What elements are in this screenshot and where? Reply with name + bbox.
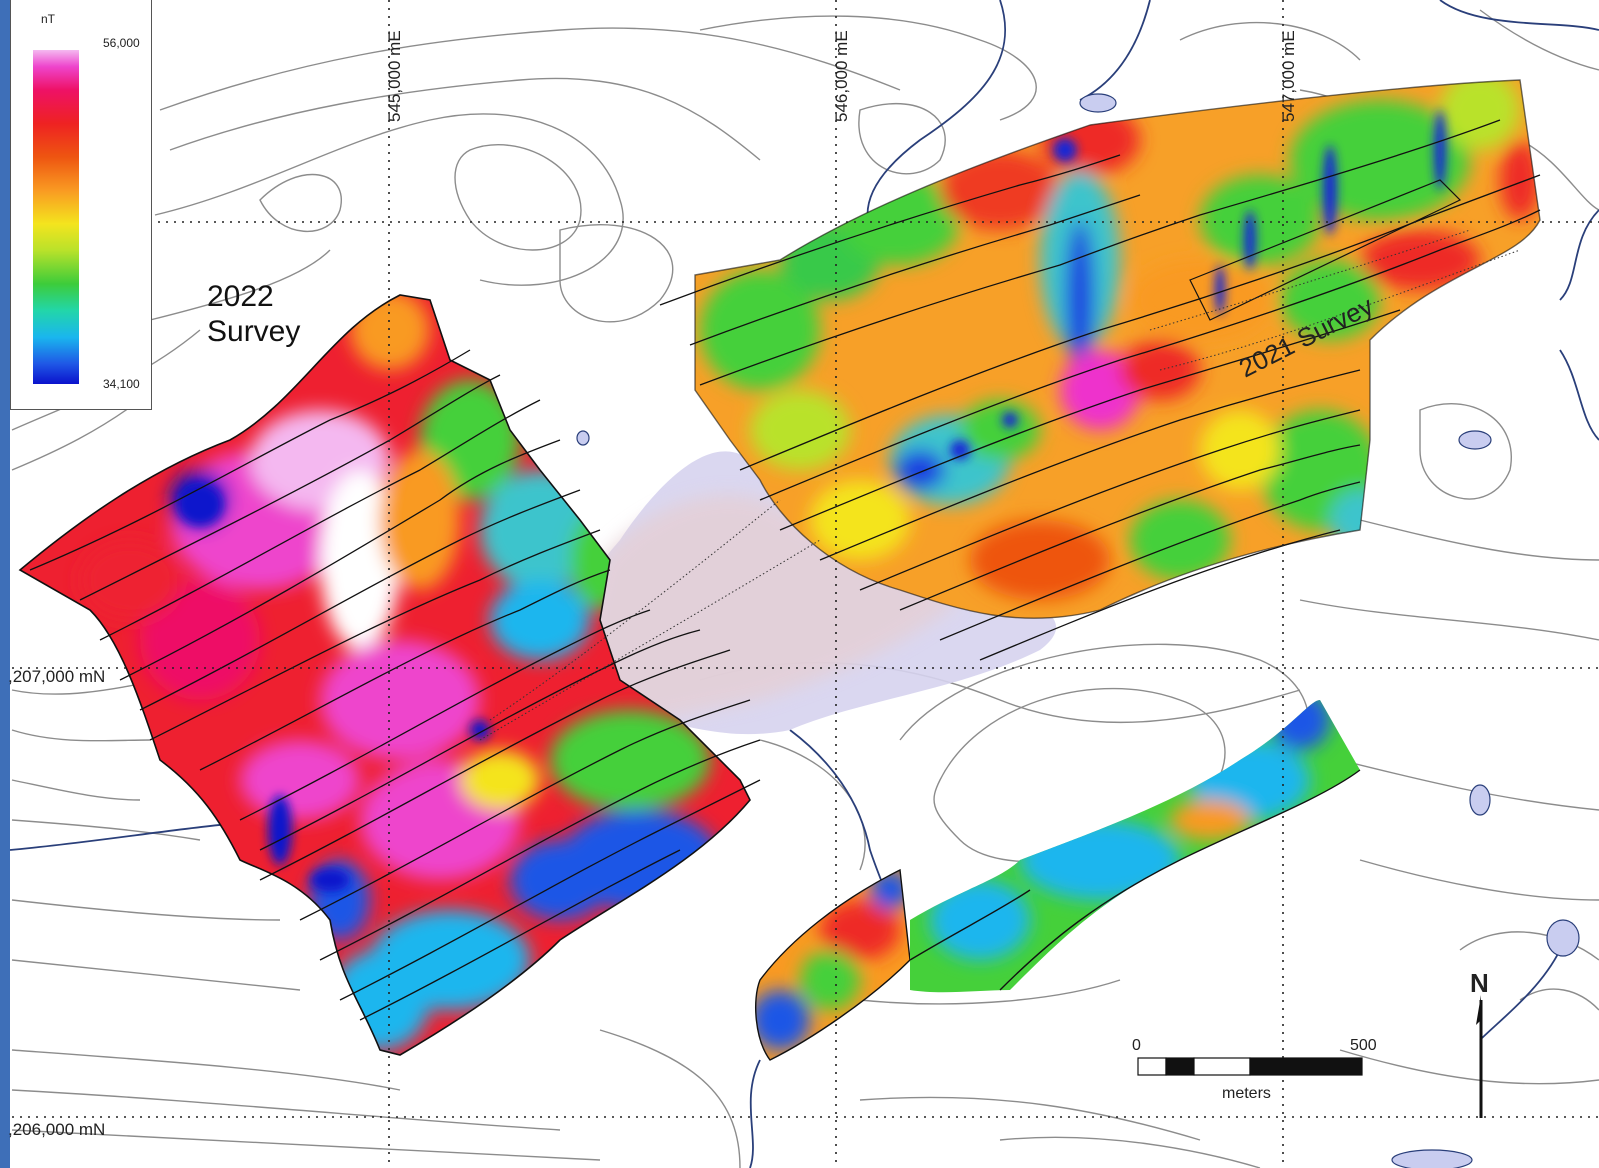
interpolated-lines <box>479 229 1521 741</box>
window-edge-strip <box>0 0 10 1168</box>
legend-max-label: 56,000 <box>103 36 140 50</box>
survey-2022-label-year: 2022 <box>207 280 274 313</box>
scale-bar: 0 500 meters <box>1132 1037 1377 1102</box>
north-arrow-label: N <box>1470 968 1489 998</box>
scale-start-label: 0 <box>1132 1037 1141 1054</box>
easting-label-545000: 545,000 mE <box>385 30 404 122</box>
survey-2022-label: 2022 Survey <box>207 280 300 349</box>
easting-label-546000: 546,000 mE <box>832 30 851 122</box>
survey-south-strips <box>755 700 1361 1061</box>
north-arrow: N <box>1470 968 1489 1118</box>
scale-unit-label: meters <box>1222 1085 1271 1102</box>
legend-color-ramp <box>33 50 79 384</box>
survey-2022-label-word: Survey <box>207 314 301 348</box>
easting-label-547000: 547,000 mE <box>1279 30 1298 122</box>
northing-label-207000: ,207,000 mN <box>8 667 105 686</box>
northing-label-206000: ,206,000 mN <box>8 1120 105 1139</box>
legend-min-label: 34,100 <box>103 377 140 391</box>
scale-end-label: 500 <box>1350 1037 1377 1054</box>
easting-labels: 545,000 mE 546,000 mE 547,000 mE <box>385 30 1298 122</box>
color-scale-legend: nT 56,000 34,100 <box>10 0 152 410</box>
flight-lines <box>29 119 1541 1021</box>
northing-labels: ,207,000 mN ,206,000 mN <box>8 667 105 1139</box>
legend-unit-label: nT <box>41 12 56 26</box>
coordinate-grid <box>12 0 1599 1168</box>
